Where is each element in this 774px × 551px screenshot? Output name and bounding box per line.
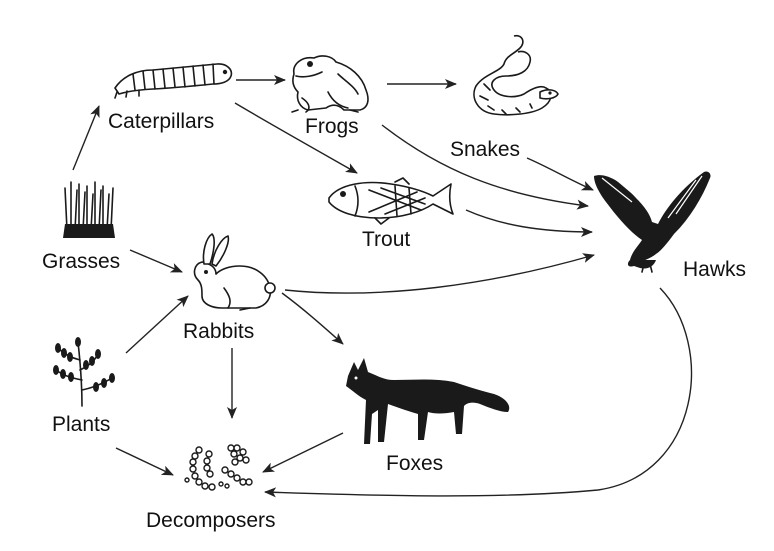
snake-icon	[473, 34, 559, 116]
food-web-arrows	[72, 75, 693, 498]
label-foxes: Foxes	[386, 452, 443, 475]
decomposers-icon	[184, 444, 253, 491]
fox-icon	[346, 358, 510, 444]
label-plants: Plants	[52, 413, 110, 436]
label-trout: Trout	[362, 228, 410, 251]
arrow-frogs-to-hawks	[381, 124, 589, 210]
organism-labels: Caterpillars Frogs Snakes Trout Hawks Gr…	[42, 110, 746, 532]
arrow-plants-to-decomposers	[115, 447, 174, 476]
arrow-grasses-to-caterpillars	[72, 105, 100, 171]
arrow-rabbits-to-hawks	[284, 253, 595, 294]
hawk-icon	[594, 171, 711, 273]
label-grasses: Grasses	[42, 250, 120, 273]
arrow-grasses-to-rabbits	[129, 249, 183, 273]
arrow-hawks-to-decomposers	[264, 287, 693, 498]
label-caterpillars: Caterpillars	[108, 110, 214, 133]
arrow-foxes-to-decomposers	[262, 432, 344, 473]
caterpillar-icon	[114, 63, 233, 99]
arrow-snakes-to-hawks	[526, 157, 594, 191]
fish-icon	[328, 177, 454, 225]
label-frogs: Frogs	[305, 115, 359, 138]
arrow-trout-to-hawks	[465, 209, 593, 237]
label-rabbits: Rabbits	[183, 320, 254, 343]
label-snakes: Snakes	[450, 138, 520, 161]
rabbit-icon	[193, 233, 276, 311]
arrow-caterpillars-to-trout	[234, 102, 358, 174]
label-decomposers: Decomposers	[146, 509, 276, 532]
arrow-rabbits-to-foxes	[281, 292, 344, 345]
frog-icon	[291, 55, 369, 113]
label-hawks: Hawks	[683, 258, 746, 281]
grass-icon	[63, 181, 115, 238]
arrow-plants-to-rabbits	[125, 295, 189, 354]
plant-icon	[53, 337, 115, 407]
